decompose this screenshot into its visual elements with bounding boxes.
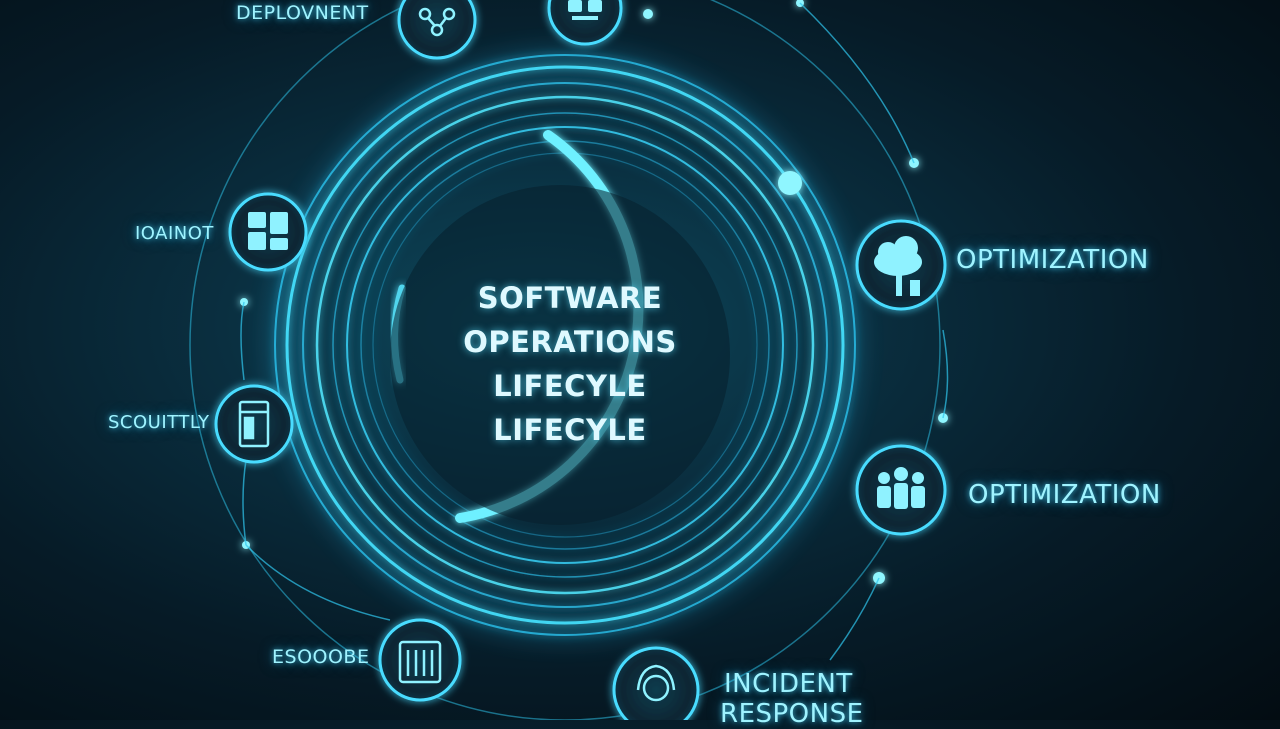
center-disc: [390, 185, 730, 525]
servers-icon: [568, 0, 602, 20]
node-top-left[interactable]: [397, 0, 477, 60]
hardware-icon: [398, 640, 442, 684]
label-bottom-left: ESOOOBE: [272, 646, 370, 668]
team-icon: [877, 467, 925, 509]
concentric-rings: [274, 54, 856, 636]
node-left-lower[interactable]: [214, 384, 294, 464]
label-incident: INCIDENT: [724, 669, 853, 699]
cloud-icon: [874, 236, 922, 296]
label-monitoring: IOAINOT: [135, 223, 214, 244]
label-optimization-top: OPTIMIZATION: [956, 245, 1149, 275]
center-line-1: SOFTWARE: [477, 281, 663, 315]
center-line-3: LIFECYLE: [493, 369, 647, 403]
ring-halo: [265, 45, 865, 645]
label-security: SCOUITTLY: [108, 412, 210, 433]
center-title: SOFTWARE OPERATIONS LIFECYLE LIFECYLE: [420, 276, 720, 452]
network-icon: [418, 7, 456, 37]
support-agent-icon: [636, 664, 676, 702]
label-deployment: DEPLOVNENT: [236, 2, 369, 24]
server-rack-icon: [238, 400, 270, 448]
label-response: RESPONSE: [720, 699, 864, 729]
node-bottom-left[interactable]: [378, 618, 462, 702]
node-right-upper[interactable]: [855, 219, 947, 311]
node-top[interactable]: [547, 0, 623, 46]
center-line-2: OPERATIONS: [463, 325, 677, 359]
outer-orbit: [189, 0, 941, 720]
node-right-lower[interactable]: [855, 444, 947, 536]
connectors: [240, 2, 949, 661]
center-line-4: LIFECYLE: [493, 413, 647, 447]
node-bottom[interactable]: [612, 646, 700, 720]
dashboard-icon: [248, 212, 288, 250]
label-optimization-bottom: OPTIMIZATION: [968, 480, 1161, 510]
node-left-upper[interactable]: [228, 192, 308, 272]
